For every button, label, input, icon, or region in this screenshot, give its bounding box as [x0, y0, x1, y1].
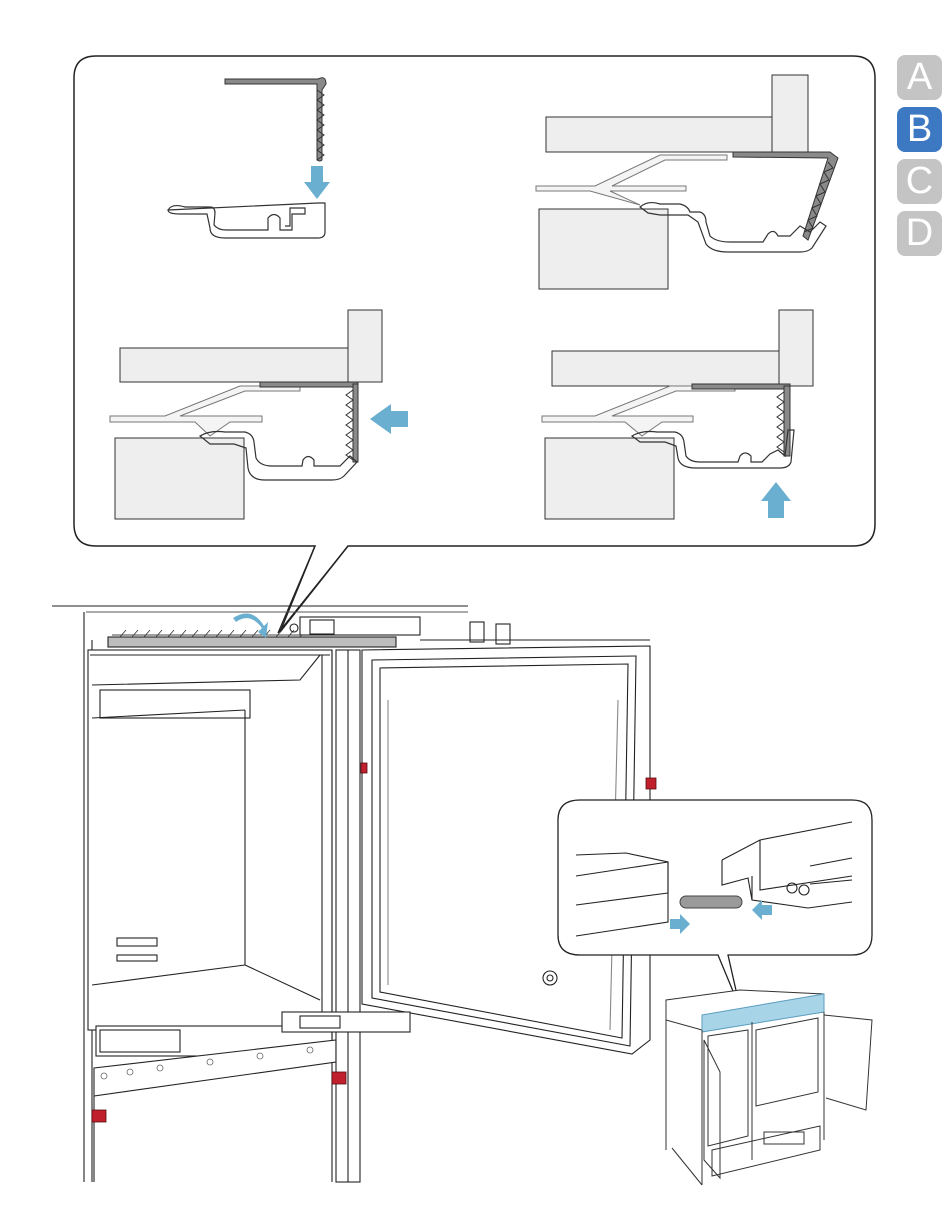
red-clip-lower-left — [92, 1110, 106, 1122]
rotate-arrow — [233, 614, 268, 639]
overview-appliance — [666, 990, 872, 1185]
red-clip-upper-left — [361, 763, 367, 773]
dowel-pin — [680, 896, 742, 908]
red-clip-upper-door — [646, 778, 656, 789]
serrated-top-strip — [120, 630, 306, 637]
red-clip-lower-center — [332, 1072, 346, 1084]
